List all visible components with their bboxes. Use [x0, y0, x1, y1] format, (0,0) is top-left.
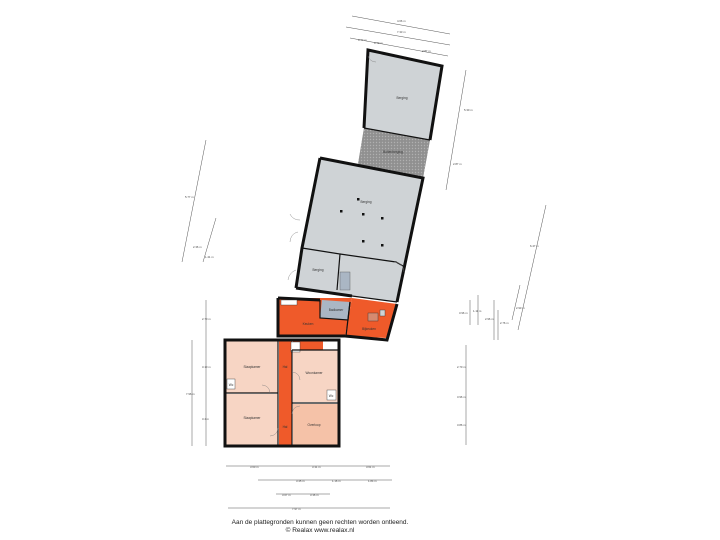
dim-label-right-house-3: 3.86 m [457, 423, 466, 427]
room-label-bedroom-1: Slaapkamer [243, 365, 261, 369]
room-label-kitchen: Keuken [303, 322, 314, 326]
dim-label-bottom-3b: 3.36 m [310, 493, 319, 497]
barn-door-west [287, 269, 297, 281]
dim-label-left-house-2: 3.4 m [202, 417, 210, 421]
house-door [291, 405, 301, 415]
room-label-bathroom: Badkamer [329, 308, 344, 312]
utility-divider [345, 301, 351, 337]
pillar [381, 244, 384, 247]
house-door [269, 427, 279, 437]
kitchen-counter [280, 299, 298, 306]
room-label-barn-top: Berging [397, 96, 408, 100]
front-room-floor [293, 404, 338, 445]
dim-label-bottom-2c: 1.84 m [368, 479, 377, 483]
barn-south-wall-2 [351, 295, 398, 303]
dim-line-top-3 [349, 37, 449, 57]
barn-top-floor [364, 50, 442, 140]
room-label-utility: Bijkeuken [362, 327, 376, 331]
dim-label-right-house-2: 3.96 m [457, 395, 466, 399]
dim-label-left-house-1: 3.10 m [202, 365, 211, 369]
barn-main-floor [296, 158, 423, 302]
dim-label-bottom-1b: 3.31 m [312, 465, 321, 469]
disclaimer-line-2: © Realax www.realax.nl [285, 527, 355, 534]
house-door [261, 384, 271, 394]
house-outer-wall [223, 338, 341, 448]
dim-label-left-barn-1: 5.77 m [185, 195, 194, 199]
dim-label-bottom-2b: 1.16 m [332, 479, 341, 483]
bedroom-2-floor [226, 394, 278, 445]
barn-main-walls [319, 156, 425, 303]
wc-box-2 [326, 389, 337, 401]
hall-floor [279, 341, 292, 445]
dim-label-right-mid-5: 2.93 m [516, 306, 525, 310]
dim-label-right-far: 6.47 m [530, 244, 539, 248]
terrace-texture [358, 128, 430, 178]
pillar [340, 210, 343, 213]
wc-box [226, 378, 236, 390]
stair-block [339, 271, 351, 291]
dim-line-right-far [517, 204, 547, 331]
dim-label-bottom-2a: 3.45 m [296, 479, 305, 483]
bathroom-floor [320, 300, 350, 320]
dim-label-right-house-1: 2.70 m [457, 365, 466, 369]
dim-line-top-1 [351, 15, 451, 35]
dim-label-top-3a: 0.77 m [358, 38, 367, 42]
dim-label-bottom-3a: 3.07 m [282, 493, 291, 497]
dim-line-right-mid-5 [511, 284, 521, 321]
dim-label-bottom-1c: 3.61 m [366, 465, 375, 469]
dim-label-left-house-total: 7.96 m [186, 392, 195, 396]
dim-line-top-2 [345, 26, 451, 46]
pillar [362, 213, 365, 216]
shower-tray [379, 309, 386, 317]
barn-south-wall [295, 286, 353, 298]
room-label-barn-small: Berging [313, 268, 324, 272]
barn-top-walls [362, 48, 444, 141]
barn-door-west [289, 213, 301, 221]
room-label-hall: Hal [283, 425, 288, 429]
dim-label-right-barn-1: 5.30 m [464, 108, 473, 112]
barn-door-west [289, 231, 299, 243]
room-label-terrace: Buitenberging [383, 150, 403, 154]
stairs [290, 341, 301, 353]
dim-label-left-barn-3: 1.41 m [205, 255, 214, 259]
disclaimer-line-1: Aan de plattegronden kunnen geen rechten… [231, 519, 409, 526]
room-label-wc: Wc [229, 383, 234, 387]
dim-label-right-mid-4: 2.76 m [500, 321, 509, 325]
room-label-living: Woonkamer [305, 371, 323, 375]
dim-label-bottom-1a: 3.60 m [250, 465, 259, 469]
utility-walls [344, 303, 399, 342]
dim-label-bottom-total: 7.97 m [292, 507, 301, 511]
room-label-barn-main: Berging [361, 200, 372, 204]
kitchen-walls [276, 298, 345, 338]
dim-label-left-barn-2: 2.36 m [193, 245, 202, 249]
room-label-hall: Hal [283, 365, 288, 369]
kitchen-north-wall [277, 296, 321, 302]
room-label-toilet: Wc [329, 394, 334, 398]
dim-label-top-3b: 0.79 m [374, 41, 383, 45]
dim-label-top-2: 7.33 m [397, 30, 406, 34]
dim-label-left-house-top: 2.70 m [202, 317, 211, 321]
dim-line-right-barn [445, 69, 467, 191]
dim-label-top-3c: 2.87 m [422, 49, 431, 53]
room-label-bedroom-2: Slaapkamer [243, 416, 261, 420]
dim-label-right-mid-2: 1.11 m [473, 309, 482, 313]
dim-label-right-mid-3: 2.96 m [485, 317, 494, 321]
pillar [357, 198, 360, 201]
barn-top-inner-wall [363, 127, 431, 141]
dim-line-left-barn-2 [202, 217, 217, 263]
dim-label-right-mid-1: 3.96 m [459, 311, 468, 315]
pillar [362, 240, 365, 243]
dim-label-right-barn-2: 2.87 m [453, 162, 462, 166]
pillar [381, 217, 384, 220]
house-door [291, 371, 301, 381]
barn-door-east [393, 261, 405, 273]
utility-fixture [367, 312, 379, 322]
room-label-front-room: Overloop [308, 423, 321, 427]
dim-line-left-barn [181, 139, 207, 263]
dim-label-top-1: 4.66 m [397, 19, 406, 23]
hall-entry-floor [293, 341, 323, 350]
